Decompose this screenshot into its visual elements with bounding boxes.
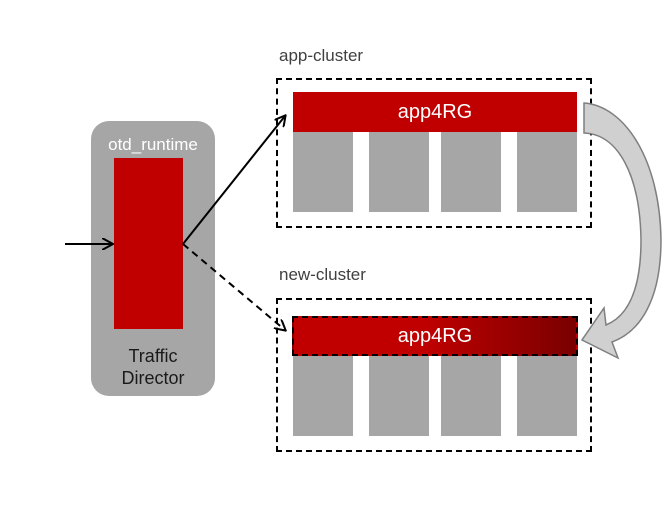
new-cluster-node	[441, 356, 501, 436]
app-cluster-node	[293, 132, 353, 212]
new-cluster-node	[517, 356, 577, 436]
new-cluster-label: new-cluster	[279, 265, 366, 284]
otd-runtime-title: otd_runtime	[108, 135, 198, 154]
app-cluster-label: app-cluster	[279, 46, 364, 65]
app-cluster-node	[369, 132, 429, 212]
app-cluster-node	[517, 132, 577, 212]
route-to-app-cluster-arrow	[182, 116, 285, 245]
new-cluster-node	[369, 356, 429, 436]
new-cluster-app-bar: app4RG	[292, 316, 578, 356]
otd-runtime-block	[114, 158, 183, 329]
app-cluster-frame	[276, 78, 592, 228]
app-cluster-node	[441, 132, 501, 212]
app-cluster-app-bar: app4RG	[293, 92, 577, 132]
migration-curved-arrow	[580, 102, 662, 360]
new-cluster-frame	[276, 298, 592, 452]
new-cluster-node	[293, 356, 353, 436]
route-to-new-cluster-arrow	[182, 243, 285, 330]
traffic-director-label: Traffic Director	[121, 346, 185, 388]
